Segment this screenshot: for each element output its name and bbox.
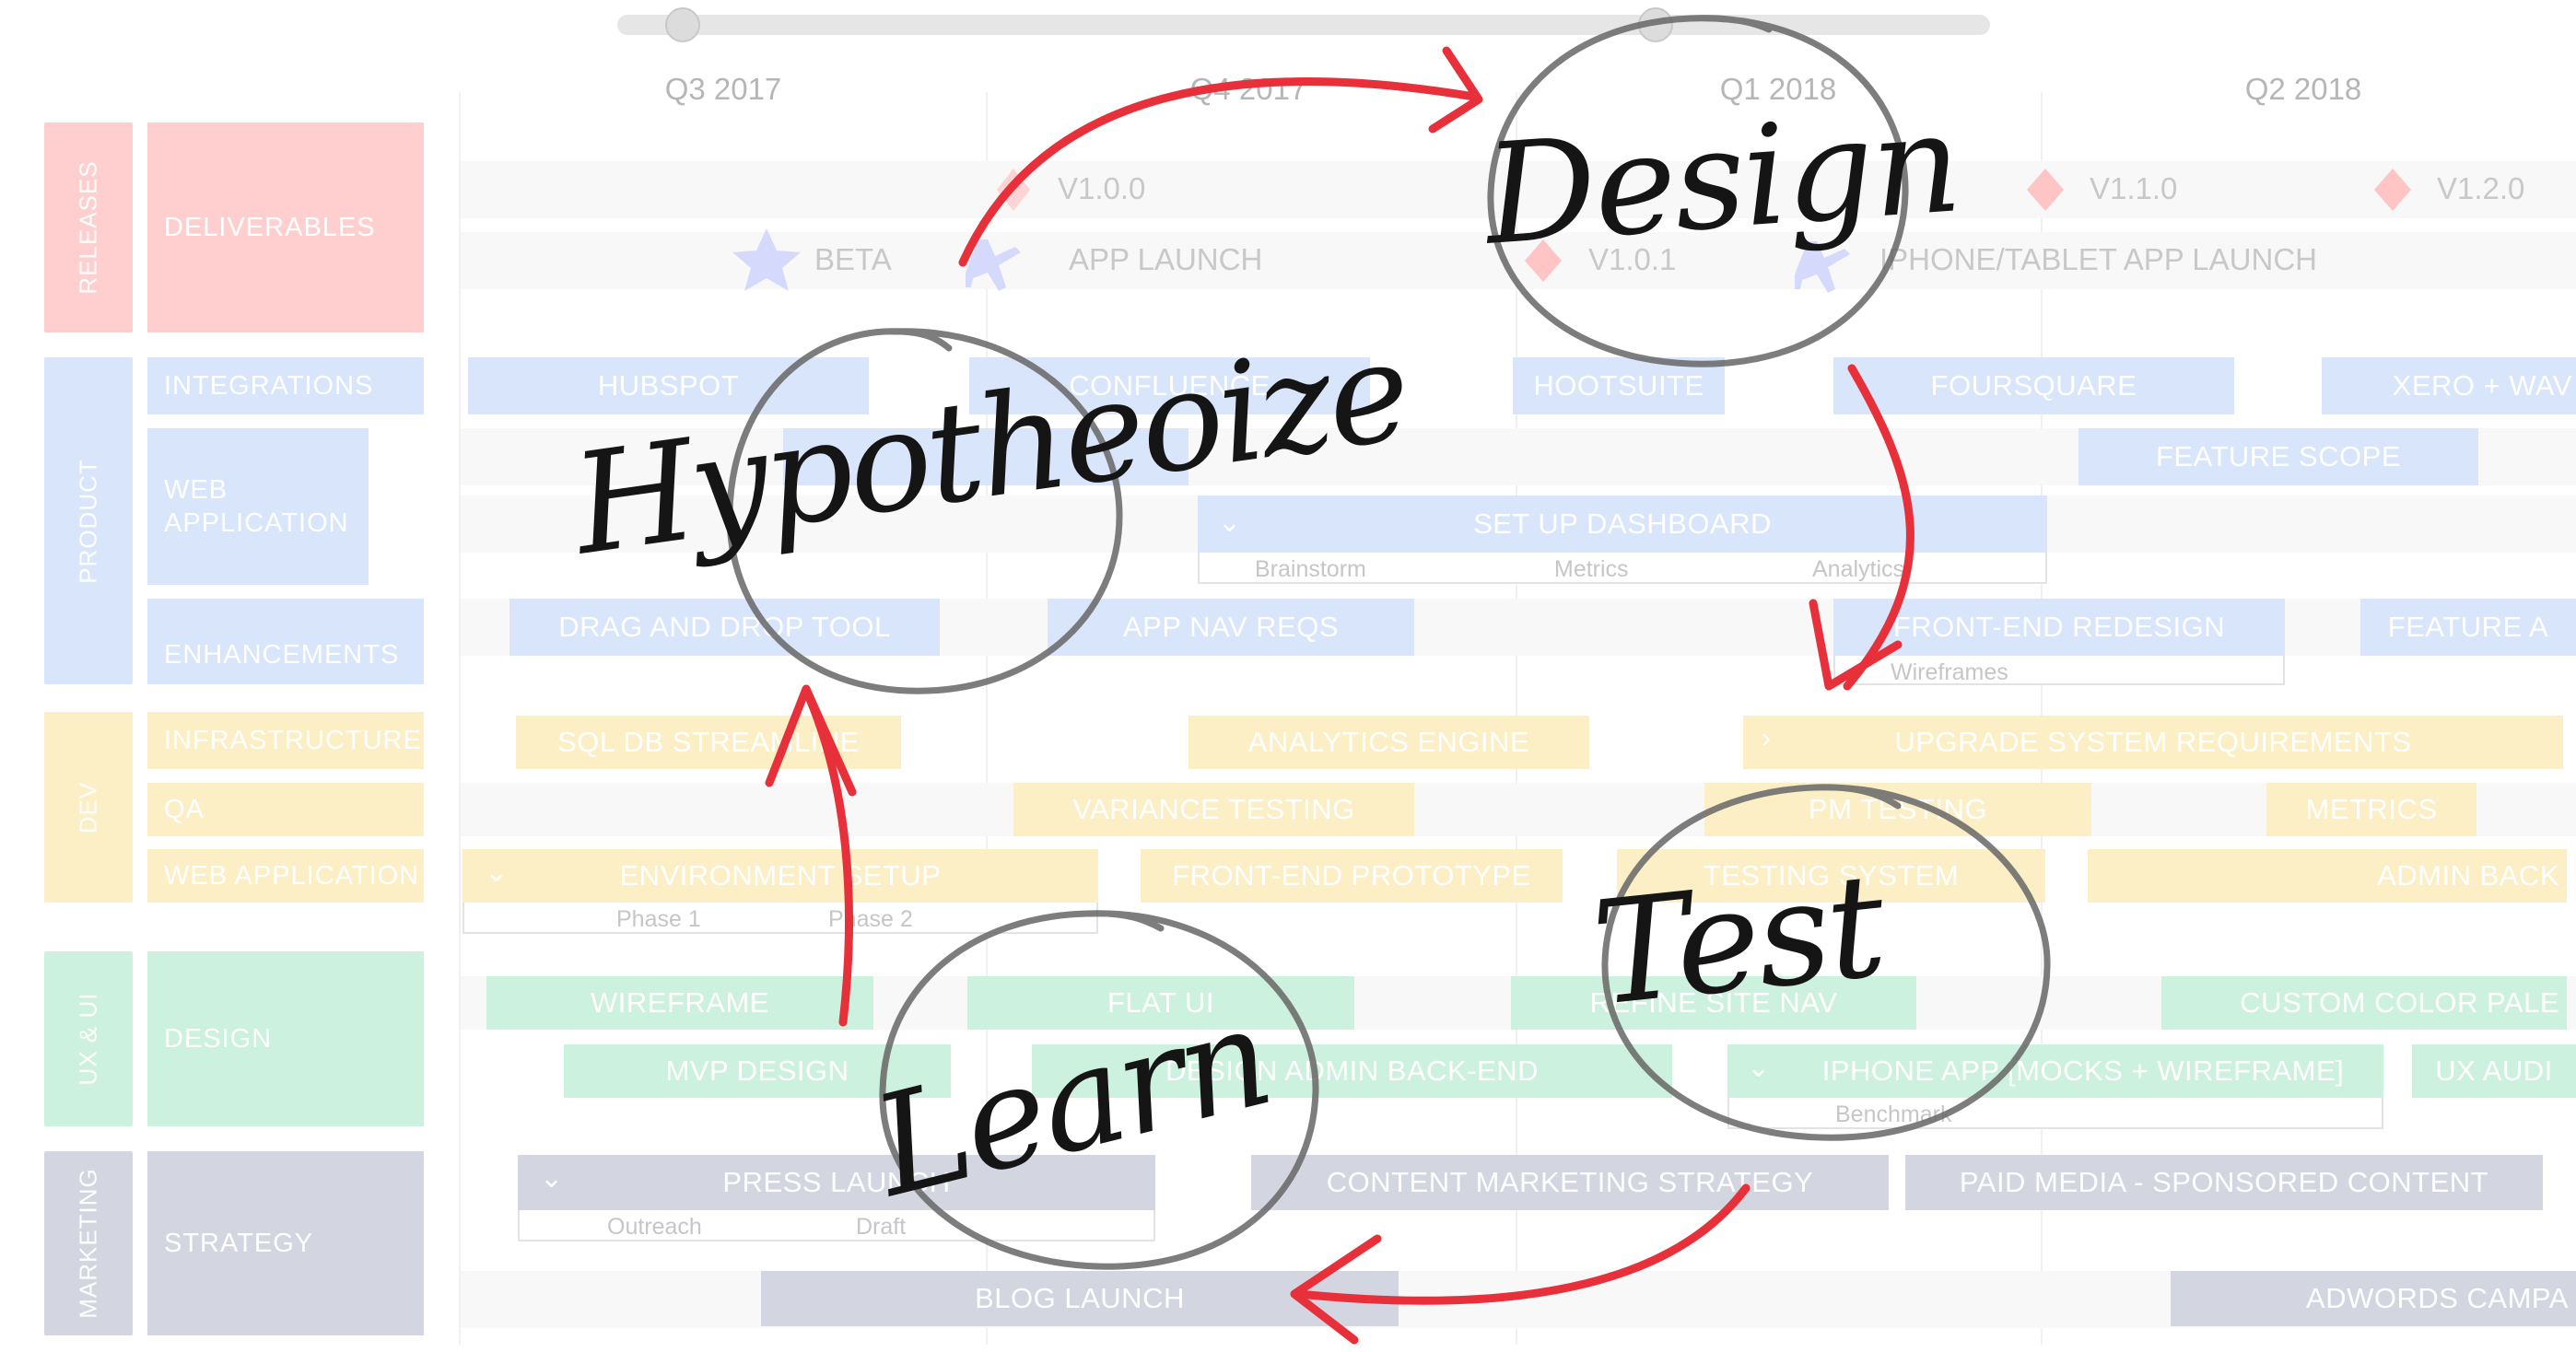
chevron-down-icon[interactable]: ⌄ (540, 1163, 564, 1194)
timeline-scrollbar-left-handle[interactable] (665, 7, 700, 42)
cycle-label-test: Test (1586, 842, 1891, 1038)
task-bar[interactable]: FEATURE A (2360, 599, 2576, 656)
milestone-label[interactable]: V1.2.0 (2437, 171, 2525, 205)
star-icon (732, 228, 801, 291)
milestone-label[interactable]: V1.1.0 (2090, 171, 2178, 205)
subtask-wireframes[interactable]: Wireframes (1891, 659, 2008, 685)
task-bar[interactable]: FEATURE SCOPE (2078, 428, 2478, 485)
milestone-label[interactable]: BETA (814, 242, 892, 276)
task-bar[interactable]: UPGRADE SYSTEM REQUIREMENTS (1743, 716, 2563, 769)
task-bar[interactable]: REFINE SITE NAV (1511, 976, 1916, 1030)
subtask-outreach[interactable]: Outreach (607, 1214, 702, 1240)
milestone-label[interactable]: IPHONE/TABLET APP LAUNCH (1879, 242, 2317, 276)
arrow-to-learn (1294, 1183, 1751, 1305)
task-bar[interactable]: XERO + WAV (2322, 357, 2576, 414)
category-design[interactable]: DESIGN (147, 951, 424, 1126)
test-circle (1601, 784, 2051, 1141)
diamond-icon (2374, 169, 2411, 211)
plane-icon (966, 239, 1021, 291)
chevron-down-icon[interactable]: ⌄ (1747, 1053, 1771, 1083)
task-bar-expanded[interactable]: ENVIRONMENT SETUP (463, 849, 1098, 903)
arrow-to-learn-head (1290, 1234, 1382, 1345)
category-strategy[interactable]: STRATEGY (147, 1151, 424, 1335)
task-bar[interactable]: SQL DB STREAMLINE (516, 716, 901, 769)
task-bar[interactable]: TESTING SYSTEM (1617, 849, 2045, 903)
category-enhancements[interactable]: ENHANCEMENTS (147, 599, 424, 684)
subtask-strip: Wireframes (1833, 656, 2285, 685)
arrow-to-test-head (1809, 599, 1903, 691)
category-qa[interactable]: QA (147, 783, 424, 836)
quarter-divider (459, 92, 461, 1345)
arrow-to-design (958, 77, 1479, 267)
subtask-strip: Benchmark (1727, 1098, 2383, 1129)
design-circle (1487, 15, 1909, 367)
subtask-phase-2[interactable]: Phase 2 (828, 906, 913, 932)
chevron-right-icon[interactable]: › (1762, 723, 1771, 753)
row-band (461, 161, 2576, 218)
arrow-to-test (1843, 364, 1914, 691)
category-integrations[interactable]: INTEGRATIONS (147, 357, 424, 414)
task-bar[interactable]: DRAG AND DROP TOOL (509, 599, 940, 656)
task-bar[interactable]: FRONT-END PROTOTYPE (1141, 849, 1563, 903)
arrow-to-design-head (1428, 46, 1483, 134)
chevron-down-icon[interactable]: ⌄ (485, 857, 509, 888)
milestone-label[interactable]: V1.0.0 (1058, 171, 1146, 205)
category-web-application[interactable]: WEB APPLICATION (147, 428, 369, 585)
quarter-label: Q2 2018 (2244, 72, 2362, 106)
task-bar[interactable]: ADWORDS CAMPA (2171, 1271, 2576, 1326)
plane-icon (1795, 241, 1850, 293)
quarter-label: Q1 2018 (1719, 72, 1837, 106)
task-bar-expanded[interactable]: IPHONE APP [MOCKS + WIREFRAME] (1727, 1044, 2383, 1098)
milestone-label[interactable]: APP LAUNCH (1069, 242, 1263, 276)
subtask-metrics[interactable]: Metrics (1554, 556, 1629, 582)
task-bar[interactable]: CONTENT MARKETING STRATEGY (1251, 1155, 1889, 1210)
row-band (461, 783, 2576, 836)
hypothesis-circle (726, 328, 1123, 694)
subtask-strip: Outreach Draft (518, 1210, 1155, 1241)
category-dev-web-application[interactable]: WEB APPLICATION (147, 849, 424, 903)
group-dev[interactable]: DEV (44, 712, 133, 903)
group-ux-ui[interactable]: UX & UI (44, 951, 133, 1126)
subtask-brainstorm[interactable]: Brainstorm (1255, 556, 1366, 582)
milestone-label[interactable]: V1.0.1 (1588, 242, 1677, 276)
learn-circle (879, 910, 1319, 1270)
task-bar[interactable]: UX AUDI (2412, 1044, 2576, 1098)
subtask-phase-1[interactable]: Phase 1 (616, 906, 701, 932)
task-bar[interactable] (783, 428, 1188, 485)
category-infrastructure[interactable]: INFRASTRUCTURE (147, 712, 424, 769)
diamond-icon (1525, 239, 1562, 282)
task-bar[interactable]: WIREFRAME (486, 976, 873, 1030)
task-bar[interactable]: ANALYTICS ENGINE (1188, 716, 1589, 769)
quarter-divider (986, 92, 988, 1345)
task-bar[interactable]: HUBSPOT (468, 357, 869, 414)
arrow-to-hypothesis-head (765, 684, 857, 797)
diamond-icon (2027, 169, 2064, 211)
group-product[interactable]: PRODUCT (44, 357, 133, 684)
task-bar[interactable]: BLOG LAUNCH (761, 1271, 1399, 1326)
task-bar[interactable]: FOURSQUARE (1833, 357, 2234, 414)
group-releases[interactable]: RELEASES (44, 122, 133, 332)
task-bar[interactable]: CUSTOM COLOR PALE (2161, 976, 2567, 1030)
task-bar[interactable]: DESIGN ADMIN BACK-END (1032, 1044, 1672, 1098)
task-bar-expanded[interactable]: FRONT-END REDESIGN (1833, 599, 2285, 656)
task-bar[interactable]: PAID MEDIA - SPONSORED CONTENT (1905, 1155, 2543, 1210)
task-bar[interactable]: VARIANCE TESTING (1013, 783, 1414, 836)
chevron-down-icon[interactable]: ⌄ (1218, 507, 1242, 538)
quarter-label: Q3 2017 (664, 72, 782, 106)
subtask-draft[interactable]: Draft (856, 1214, 907, 1240)
group-marketing[interactable]: MARKETING (44, 1151, 133, 1335)
subtask-analytics[interactable]: Analytics (1812, 556, 1905, 582)
subtask-strip: Phase 1 Phase 2 (463, 903, 1098, 934)
category-deliverables[interactable]: DELIVERABLES (147, 122, 424, 332)
task-bar[interactable]: METRICS (2266, 783, 2476, 836)
task-bar[interactable]: APP NAV REQS (1048, 599, 1414, 656)
task-bar[interactable]: ADMIN BACK (2088, 849, 2567, 903)
cycle-label-design: Design (1480, 83, 1965, 276)
